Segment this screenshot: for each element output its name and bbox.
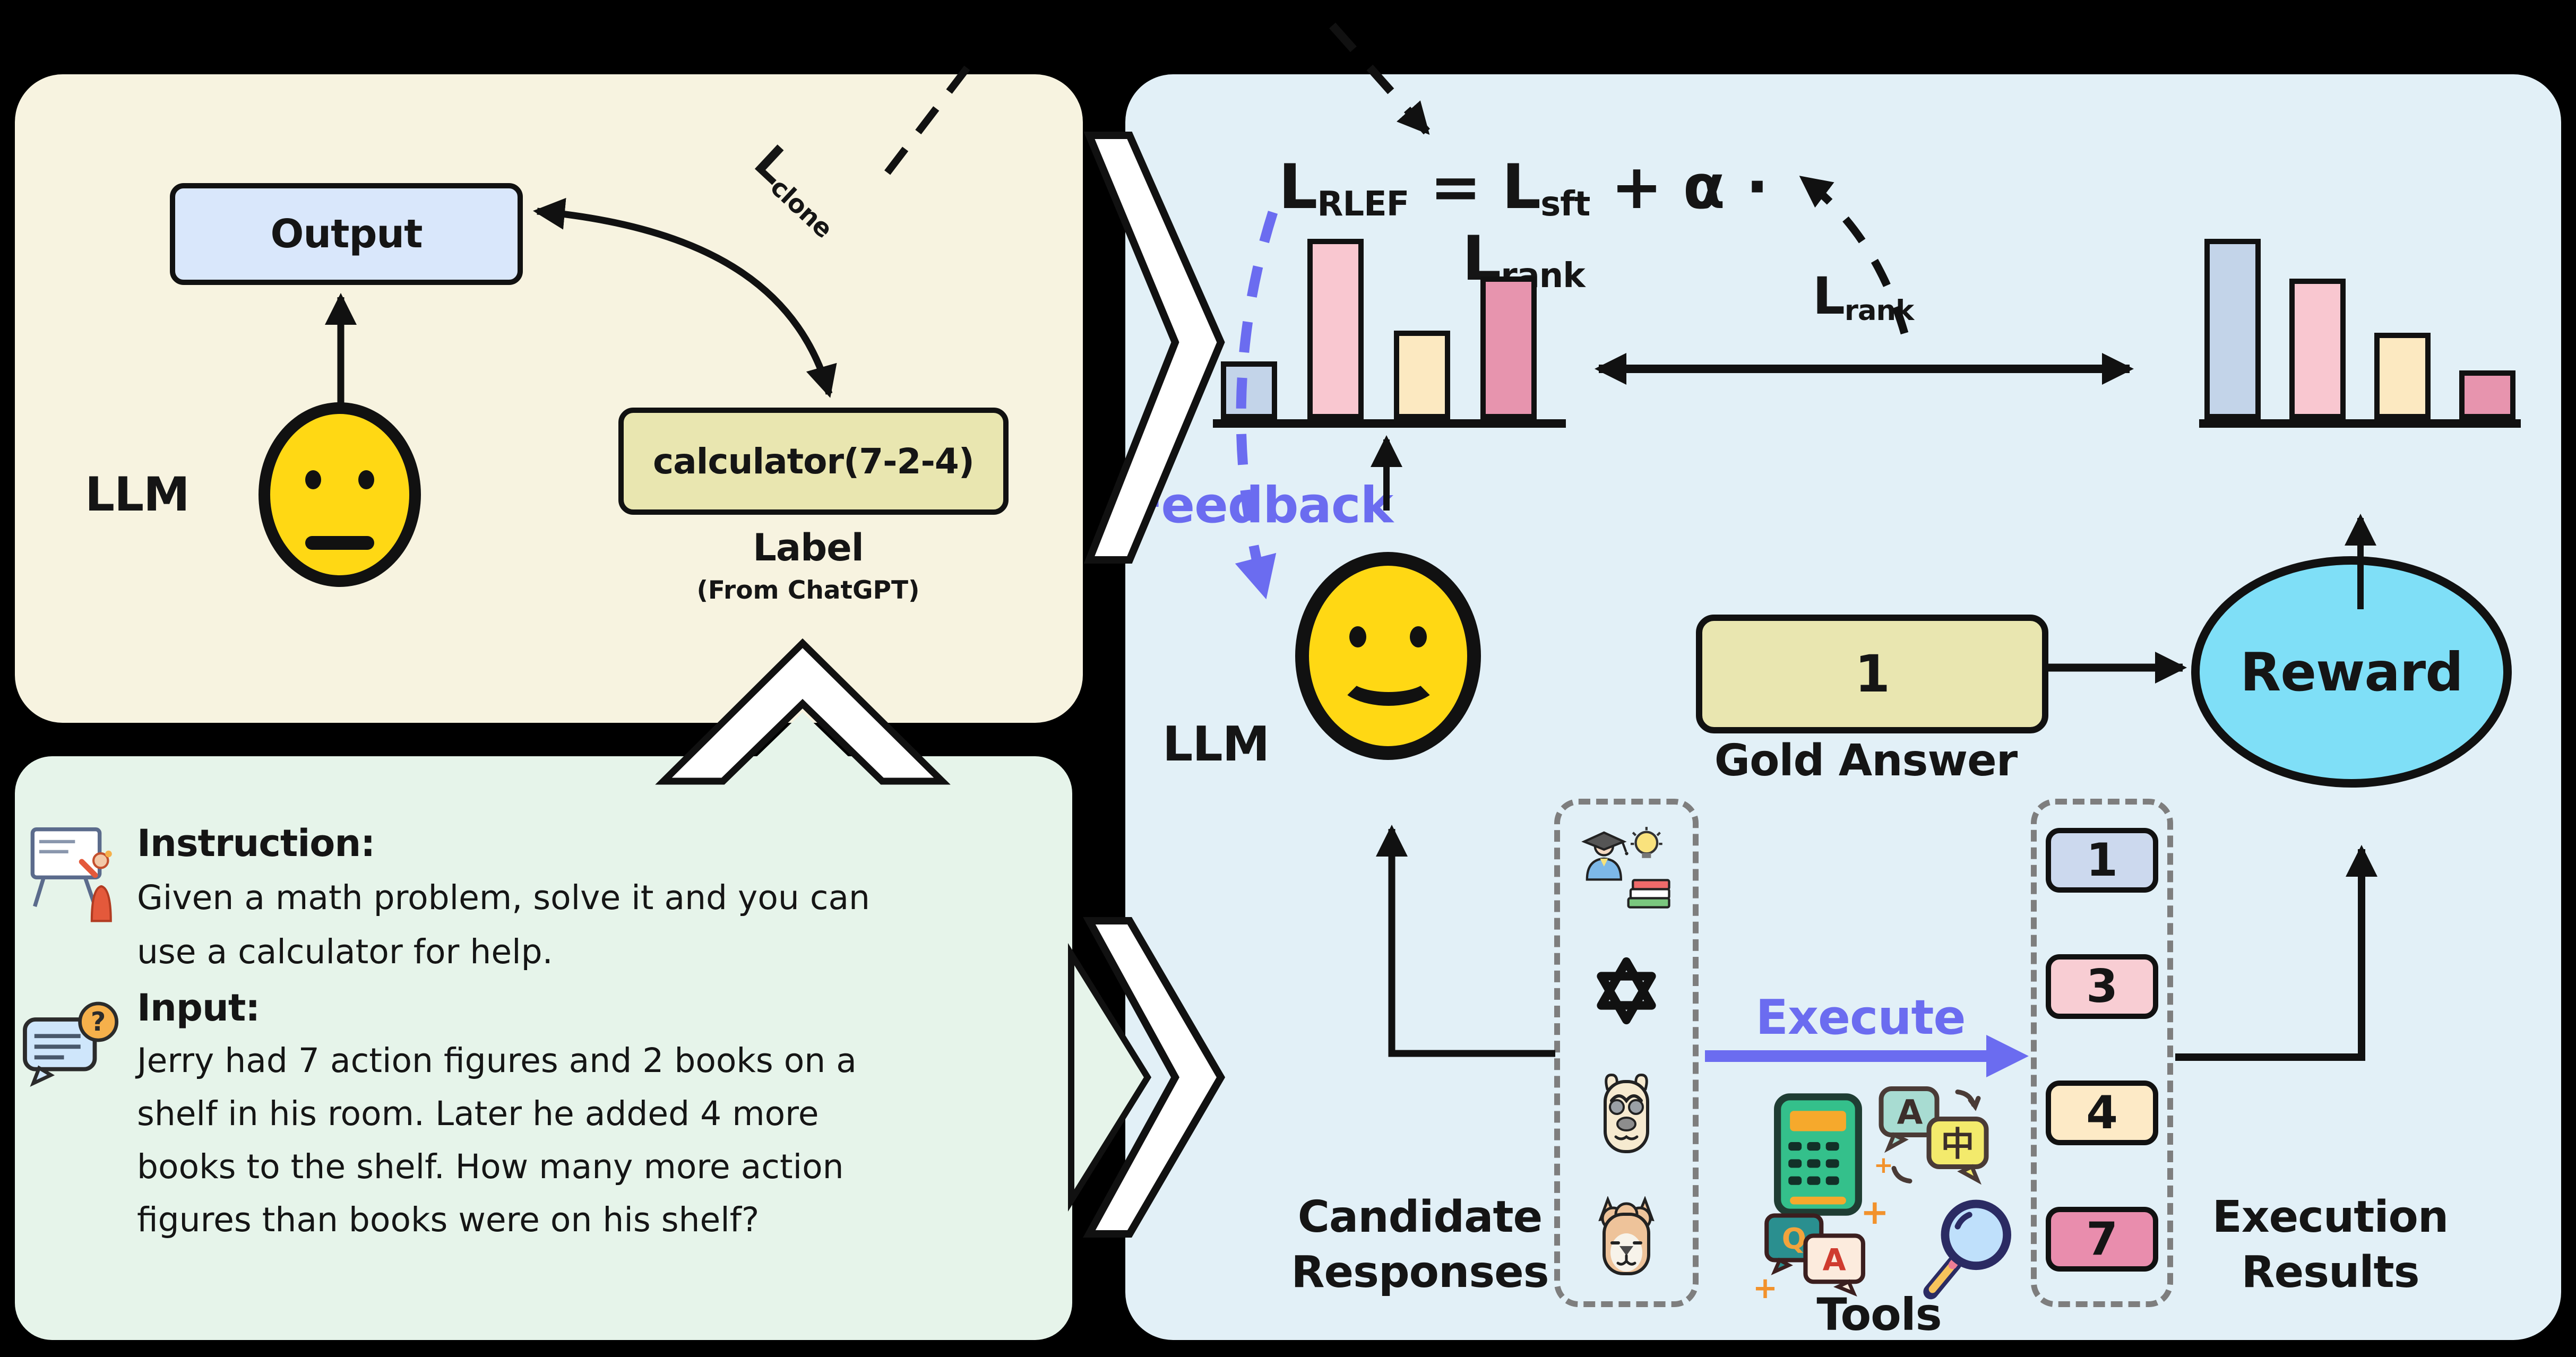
input-line-2: shelf in his room. Later he added 4 more bbox=[137, 1094, 819, 1133]
sparkle-plus-3: + bbox=[1874, 1152, 1893, 1179]
input-title: Input: bbox=[137, 986, 260, 1030]
translate-icon: A 中 bbox=[1878, 1084, 1989, 1195]
qa-chat-icon: Q A bbox=[1763, 1213, 1872, 1300]
loss-rank-label: Lrank bbox=[1812, 266, 1915, 327]
gold-answer-box: 1 bbox=[1696, 615, 2048, 733]
candidate-responses-box bbox=[1554, 799, 1699, 1307]
scholar-icon bbox=[1581, 827, 1670, 909]
instruction-line-2: use a calculator for help. bbox=[137, 932, 553, 971]
instruction-line-1: Given a math problem, solve it and you c… bbox=[137, 878, 870, 917]
openai-logo-icon bbox=[1597, 957, 1656, 1025]
translate-a-glyph: A bbox=[1897, 1093, 1923, 1132]
tool-call-text: calculator(7-2-4) bbox=[653, 440, 975, 482]
execution-result-chip: 3 bbox=[2046, 954, 2158, 1019]
execution-label-line-2: Results bbox=[2241, 1247, 2419, 1298]
sparkle-plus-1: + bbox=[1860, 1193, 1889, 1232]
alpaca-icon bbox=[1598, 1196, 1655, 1275]
input-line-1: Jerry had 7 action figures and 2 books o… bbox=[137, 1041, 857, 1080]
output-box-label: Output bbox=[270, 211, 423, 257]
execution-results-box: 1 3 4 7 bbox=[2031, 799, 2173, 1307]
magnifier-icon bbox=[1917, 1193, 2018, 1304]
tools-label: Tools bbox=[1816, 1289, 1942, 1341]
smiley-neutral-icon bbox=[259, 402, 423, 589]
candidate-label-line-2: Responses bbox=[1291, 1247, 1549, 1298]
tool-call-box: calculator(7-2-4) bbox=[618, 408, 1009, 515]
qa-a-glyph: A bbox=[1823, 1242, 1846, 1277]
sparkle-plus-2: + bbox=[1753, 1271, 1778, 1306]
execute-label: Execute bbox=[1755, 990, 1966, 1045]
whiteboard-presenter-icon bbox=[28, 822, 126, 930]
translate-zh-glyph: 中 bbox=[1941, 1125, 1975, 1164]
instruction-title: Instruction: bbox=[137, 822, 375, 865]
execution-result-chip: 1 bbox=[2046, 828, 2158, 893]
llama-icon bbox=[1604, 1074, 1649, 1153]
question-chat-icon: ? bbox=[21, 993, 122, 1094]
chart-bar bbox=[1307, 239, 1364, 419]
llm-label-left: LLM bbox=[85, 467, 190, 522]
ranked-score-chart bbox=[2199, 235, 2521, 428]
chart-bar bbox=[1394, 331, 1450, 419]
chart-bar bbox=[2374, 333, 2431, 419]
chart-bar bbox=[2289, 279, 2346, 419]
feedback-label: Feedback bbox=[1130, 477, 1393, 534]
qa-q-glyph: Q bbox=[1782, 1222, 1806, 1256]
input-line-3: books to the shelf. How many more action bbox=[137, 1147, 844, 1186]
label-source: (From ChatGPT) bbox=[696, 575, 920, 605]
execution-result-chip: 7 bbox=[2046, 1207, 2158, 1272]
label-title: Label bbox=[753, 526, 864, 569]
output-box: Output bbox=[170, 183, 523, 285]
task-panel bbox=[15, 756, 1072, 1340]
reward-node: Reward bbox=[2191, 556, 2512, 788]
input-line-4: figures than books were on his shelf? bbox=[137, 1200, 760, 1239]
candidate-label-line-1: Candidate bbox=[1297, 1191, 1543, 1242]
chart-bar bbox=[2204, 239, 2261, 419]
gold-answer-value: 1 bbox=[1855, 644, 1890, 704]
pretrain-panel bbox=[15, 74, 1083, 723]
gold-answer-label: Gold Answer bbox=[1714, 735, 2018, 786]
llm-label-right: LLM bbox=[1162, 716, 1270, 772]
execution-label-line-1: Execution bbox=[2212, 1191, 2449, 1242]
candidate-score-chart bbox=[1213, 235, 1566, 428]
calculator-icon bbox=[1770, 1092, 1866, 1219]
execution-result-chip: 4 bbox=[2046, 1081, 2158, 1145]
chart-bar bbox=[1480, 276, 1537, 419]
question-glyph: ? bbox=[91, 1006, 106, 1037]
chart-bar bbox=[1221, 361, 1277, 419]
chart-bar bbox=[2459, 370, 2515, 419]
smiley-happy-icon bbox=[1295, 552, 1486, 764]
